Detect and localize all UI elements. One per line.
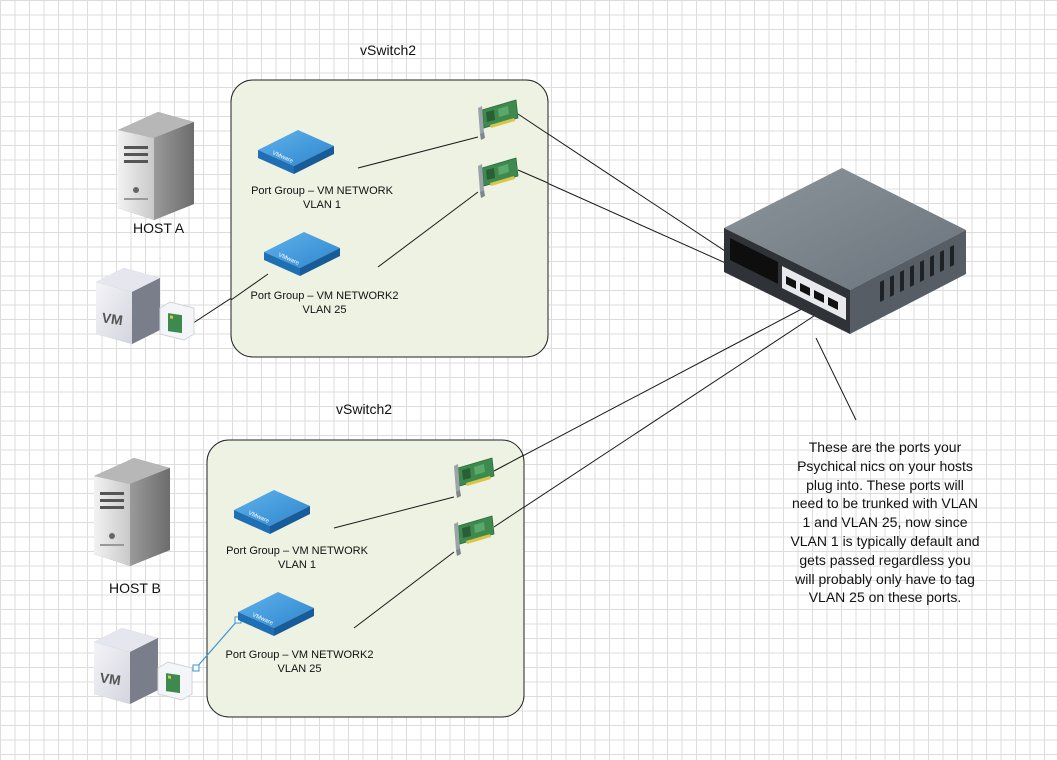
vm-a-icon: VM bbox=[96, 268, 160, 344]
portgroup-a2-name: Port Group – VM NETWORK2 bbox=[250, 290, 399, 302]
portgroup-b2-vlan: VLAN 25 bbox=[277, 663, 322, 675]
portgroup-a1-label: Port Group – VM NETWORK VLAN 1 bbox=[247, 184, 397, 212]
portgroup-a1-name: Port Group – VM NETWORK bbox=[251, 185, 393, 197]
portgroup-a2-label: Port Group – VM NETWORK2 VLAN 25 bbox=[247, 289, 402, 317]
connector-handle-end[interactable] bbox=[192, 664, 200, 672]
link-nic3-to-switch bbox=[493, 301, 816, 472]
switch-port-1 bbox=[786, 276, 796, 289]
portgroup-b1-name: Port Group – VM NETWORK bbox=[226, 545, 368, 557]
portgroup-a1-vlan: VLAN 1 bbox=[303, 199, 341, 211]
portgroup-a2-icon: VMware bbox=[264, 232, 340, 276]
portgroup-b2-label: Port Group – VM NETWORK2 VLAN 25 bbox=[222, 648, 377, 676]
host-a-server-icon bbox=[118, 112, 194, 220]
vswitch-b-title: vSwitch2 bbox=[336, 401, 393, 417]
host-b-server-icon bbox=[94, 458, 170, 566]
portgroup-b1-label: Port Group – VM NETWORK VLAN 1 bbox=[222, 544, 372, 572]
portgroup-a2-vlan: VLAN 25 bbox=[302, 304, 347, 316]
host-a-label: HOST A bbox=[133, 220, 185, 236]
switch-port-2 bbox=[800, 283, 810, 296]
switch-port-3 bbox=[814, 290, 824, 303]
portgroup-b2-name: Port Group – VM NETWORK2 bbox=[225, 649, 374, 661]
portgroup-a1-icon: VMware bbox=[258, 130, 334, 174]
portgroup-b1-vlan: VLAN 1 bbox=[278, 559, 316, 571]
vm-a-icon-text: VM bbox=[101, 309, 124, 328]
vswitch-a-title: vSwitch2 bbox=[360, 42, 417, 58]
physical-switch-icon bbox=[724, 168, 966, 334]
ports-annotation-note: These are the ports your Psychical nics … bbox=[790, 439, 980, 606]
vm-a-vnic-icon bbox=[159, 301, 195, 341]
vm-b-icon: VM bbox=[94, 628, 158, 704]
vm-b-icon-text: VM bbox=[99, 669, 122, 688]
switch-port-4 bbox=[828, 297, 838, 310]
inner-lines bbox=[230, 113, 549, 629]
portgroup-b2-icon: VMware bbox=[238, 592, 314, 636]
portgroup-b1-icon: VMware bbox=[234, 490, 310, 534]
host-b-label: HOST B bbox=[109, 580, 161, 596]
link-nic4-to-switch bbox=[493, 307, 827, 528]
note-pointer bbox=[815, 337, 857, 421]
vm-b-vnic-icon bbox=[157, 661, 193, 701]
